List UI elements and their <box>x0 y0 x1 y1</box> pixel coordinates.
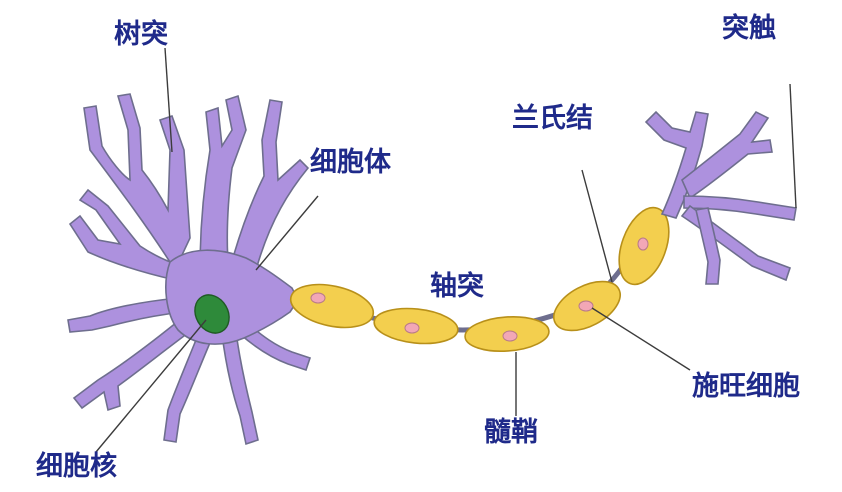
schwann-nucleus <box>637 237 649 251</box>
schwann-nuclei <box>310 237 649 342</box>
label-axon: 轴突 <box>430 271 484 302</box>
leader-schwann-cell <box>591 307 691 371</box>
leader-lines <box>95 47 797 453</box>
leader-cell-body <box>255 195 319 271</box>
schwann-nucleus <box>404 322 420 334</box>
label-myelin-sheath: 髓鞘 <box>484 417 538 448</box>
schwann-nucleus <box>310 292 326 304</box>
myelin-segment <box>289 283 375 329</box>
label-schwann-cell: 施旺细胞 <box>692 371 800 402</box>
label-synapse: 突触 <box>722 13 776 44</box>
leader-node-of-ranvier <box>581 169 613 283</box>
cell-body-shape <box>165 249 299 345</box>
axon-terminals <box>644 110 797 285</box>
leader-dendrite <box>164 47 173 153</box>
schwann-nucleus <box>578 300 594 312</box>
schwann-nucleus <box>502 330 518 342</box>
label-nucleus: 细胞核 <box>36 451 117 482</box>
label-dendrite: 树突 <box>114 19 168 50</box>
leader-nucleus <box>95 319 207 453</box>
label-node-of-ranvier: 兰氏结 <box>512 103 593 134</box>
leader-synapse <box>789 83 797 209</box>
dendrites-left <box>67 93 312 446</box>
label-cell-body: 细胞体 <box>310 147 391 178</box>
